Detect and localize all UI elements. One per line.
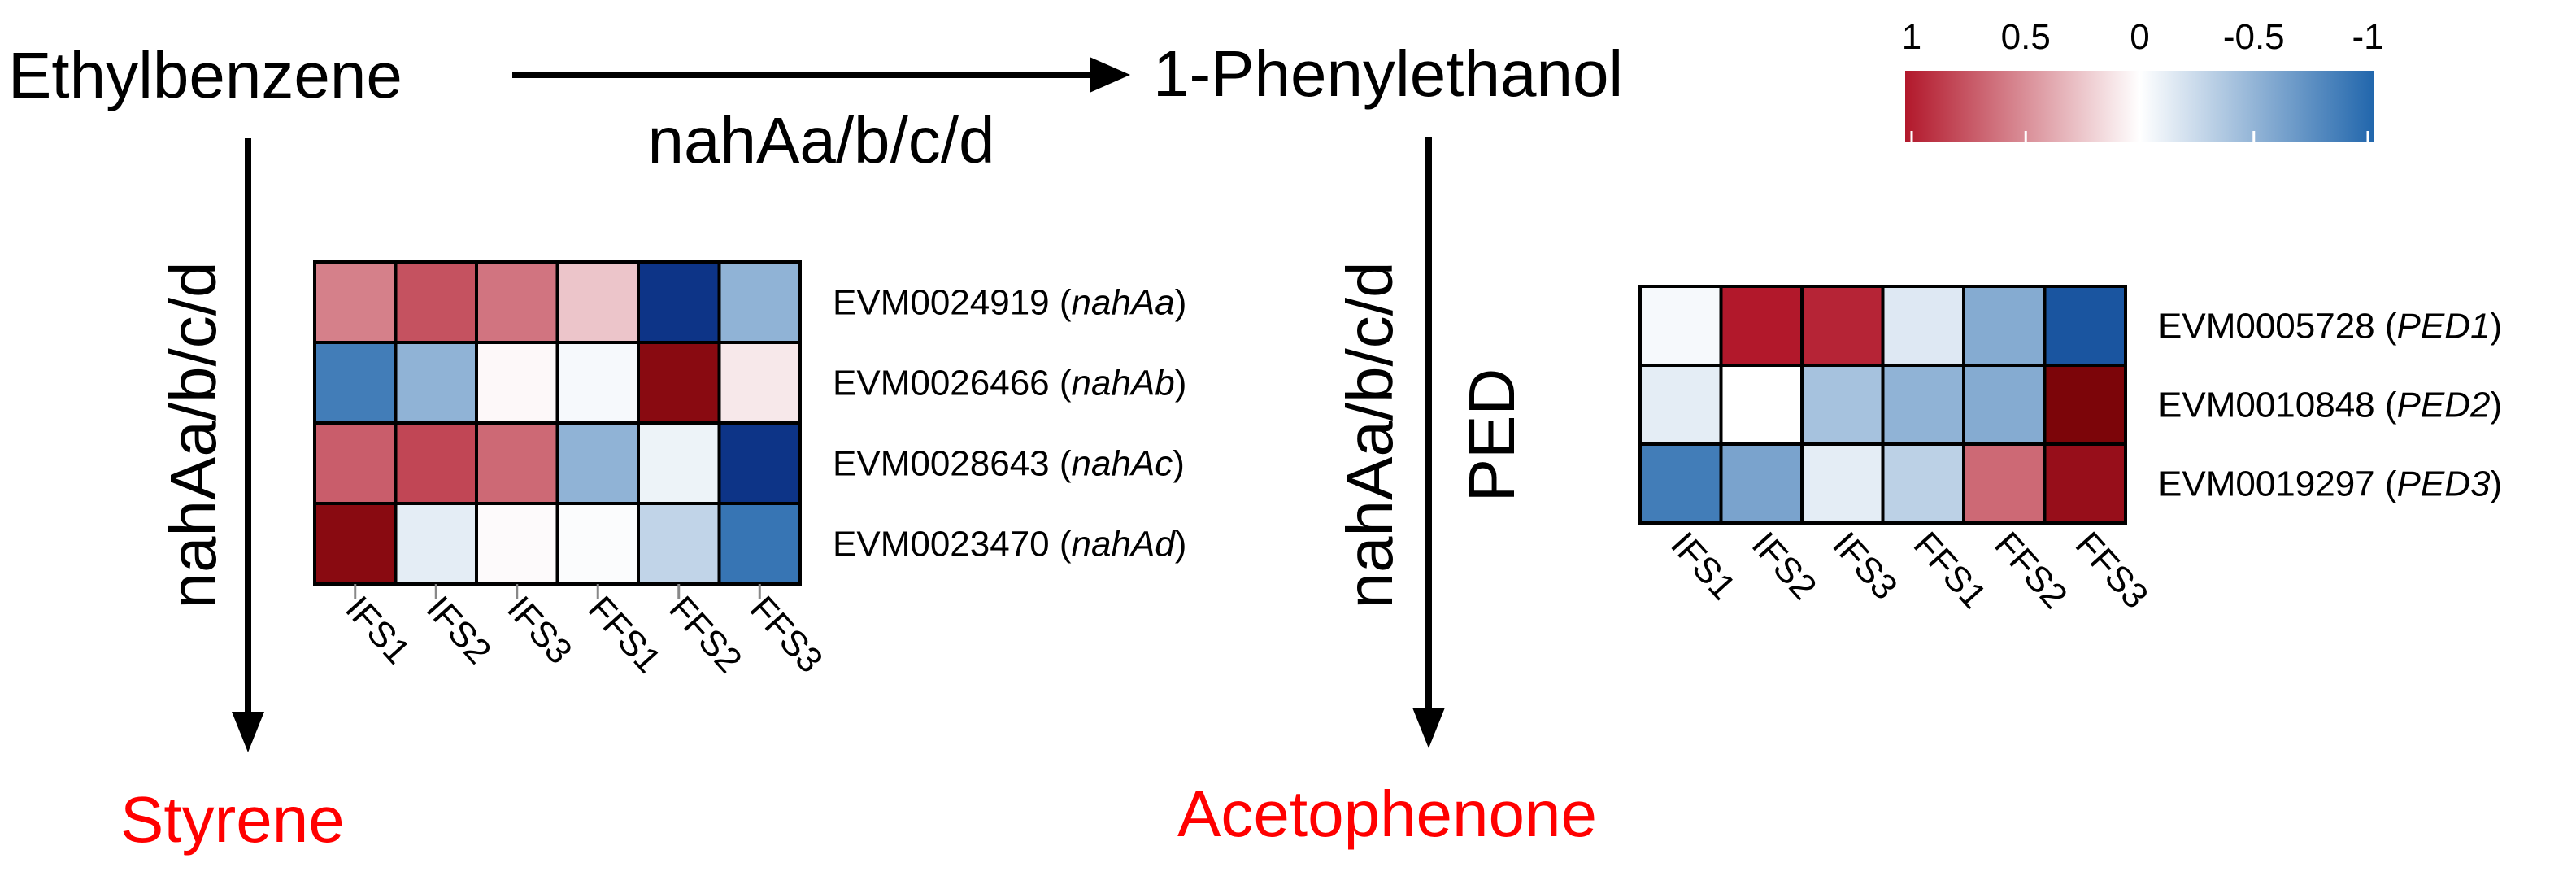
heatmap-column-label: IFS3 [499,589,580,672]
heatmap-row-label: EVM0028643 (nahAc) [833,444,1185,484]
arrow-phenylethanol-to-acetophenone [1412,137,1445,748]
heatmap-column-label: IFS2 [1744,525,1825,608]
heatmap-cell [1881,285,1965,367]
heatmap-cell [394,502,478,586]
heatmap-cell [1800,364,1885,446]
heatmap-frame [1638,285,2127,525]
heatmap-cell [475,502,559,586]
heatmap-nahA-genes: EVM0024919 (nahAa) EVM0026466 (nahAb) EVM0… [313,260,1186,681]
heatmap-cell [1638,442,1723,525]
compound-acetophenone: Acetophenone [1177,778,1597,850]
heatmap-cell [394,341,478,425]
heatmap-cell [555,502,640,586]
heatmap-cell [637,341,721,425]
heatmap-row-label: EVM0024919 (nahAa) [833,283,1186,323]
color-scale-tick-label: 0.5 [2001,17,2051,57]
compound-1-phenylethanol: 1-Phenylethanol [1153,37,1623,110]
heatmap-cell [1962,442,2047,525]
color-scale-tick-label: -0.5 [2223,17,2285,57]
heatmap-cell [1881,442,1965,525]
heatmap-column-label: FFS2 [661,589,749,681]
heatmap-frame [313,260,802,586]
heatmap-column-label: FFS2 [1986,525,2074,617]
heatmap-row-label: EVM0023470 (nahAd) [833,525,1186,564]
color-scale-tick-label: 1 [1902,17,1921,57]
heatmap-column-label: FFS3 [742,589,830,681]
heatmap-cell [637,421,721,505]
heatmap-cell [717,502,802,586]
heatmap-cell [394,421,478,505]
heatmap-cell [555,341,640,425]
heatmap-cell [2043,285,2127,367]
heatmap-cell [475,421,559,505]
heatmap-cell [1638,364,1723,446]
heatmap-cell [637,260,721,344]
heatmap-cell [555,260,640,344]
heatmap-cell [313,260,398,344]
enzyme-label-horizontal: nahAa/b/c/d [648,104,995,177]
heatmap-cell [1881,364,1965,446]
color-scale-gradient [1905,71,2374,142]
color-scale-ticks: 1 0.5 0 -0.5 -1 [1902,17,2384,142]
heatmap-column-label: IFS1 [337,589,418,672]
heatmap-cell [1962,285,2047,367]
heatmap-cell [1719,442,1804,525]
heatmap-column-label: IFS3 [1825,525,1905,608]
heatmap-column-label: IFS1 [1663,525,1743,608]
heatmap-cell [2043,364,2127,446]
heatmap-row-label: EVM0026466 (nahAb) [833,364,1186,403]
color-scale-tick-label: 0 [2130,17,2149,57]
heatmap-PED-genes: EVM0005728 (PED1) EVM0010848 (PED2) EVM001… [1638,285,2502,617]
heatmap-column-label: FFS3 [2068,525,2156,617]
heatmap-column-label: FFS1 [581,589,668,681]
heatmap-row-label: EVM0010848 (PED2) [2158,386,2502,425]
enzyme-label-right-vertical: nahAa/b/c/d [1334,262,1406,609]
heatmap-row-label: EVM0019297 (PED3) [2158,464,2502,504]
compound-styrene: Styrene [120,783,345,856]
heatmap-row-label: EVM0005728 (PED1) [2158,307,2502,346]
heatmap-cell [1638,285,1723,367]
heatmap-cell [717,421,802,505]
heatmap-cell [313,502,398,586]
heatmap-cell [475,260,559,344]
heatmap-cell [1962,364,2047,446]
arrow-ethylbenzene-to-phenylethanol [512,57,1130,93]
enzyme-label-ped: PED [1456,368,1528,503]
heatmap-cell [1719,285,1804,367]
heatmap-cell [394,260,478,344]
heatmap-cell [313,341,398,425]
heatmap-column-label: FFS1 [1906,525,1994,617]
heatmap-cell [637,502,721,586]
color-scale-legend: 1 0.5 0 -0.5 -1 [1902,17,2384,142]
arrow-ethylbenzene-to-styrene [232,138,264,752]
heatmap-cell [1719,364,1804,446]
heatmap-cell [555,421,640,505]
heatmap-cell [475,341,559,425]
enzyme-label-left-vertical: nahAa/b/c/d [157,262,229,609]
heatmap-cell [1800,285,1885,367]
heatmap-column-label: IFS2 [419,589,499,672]
heatmap-cell [313,421,398,505]
heatmap-cell [717,260,802,344]
heatmap-cell [717,341,802,425]
compound-ethylbenzene: Ethylbenzene [8,39,402,111]
color-scale-tick-label: -1 [2352,17,2383,57]
heatmap-cell [2043,442,2127,525]
heatmap-cell [1800,442,1885,525]
